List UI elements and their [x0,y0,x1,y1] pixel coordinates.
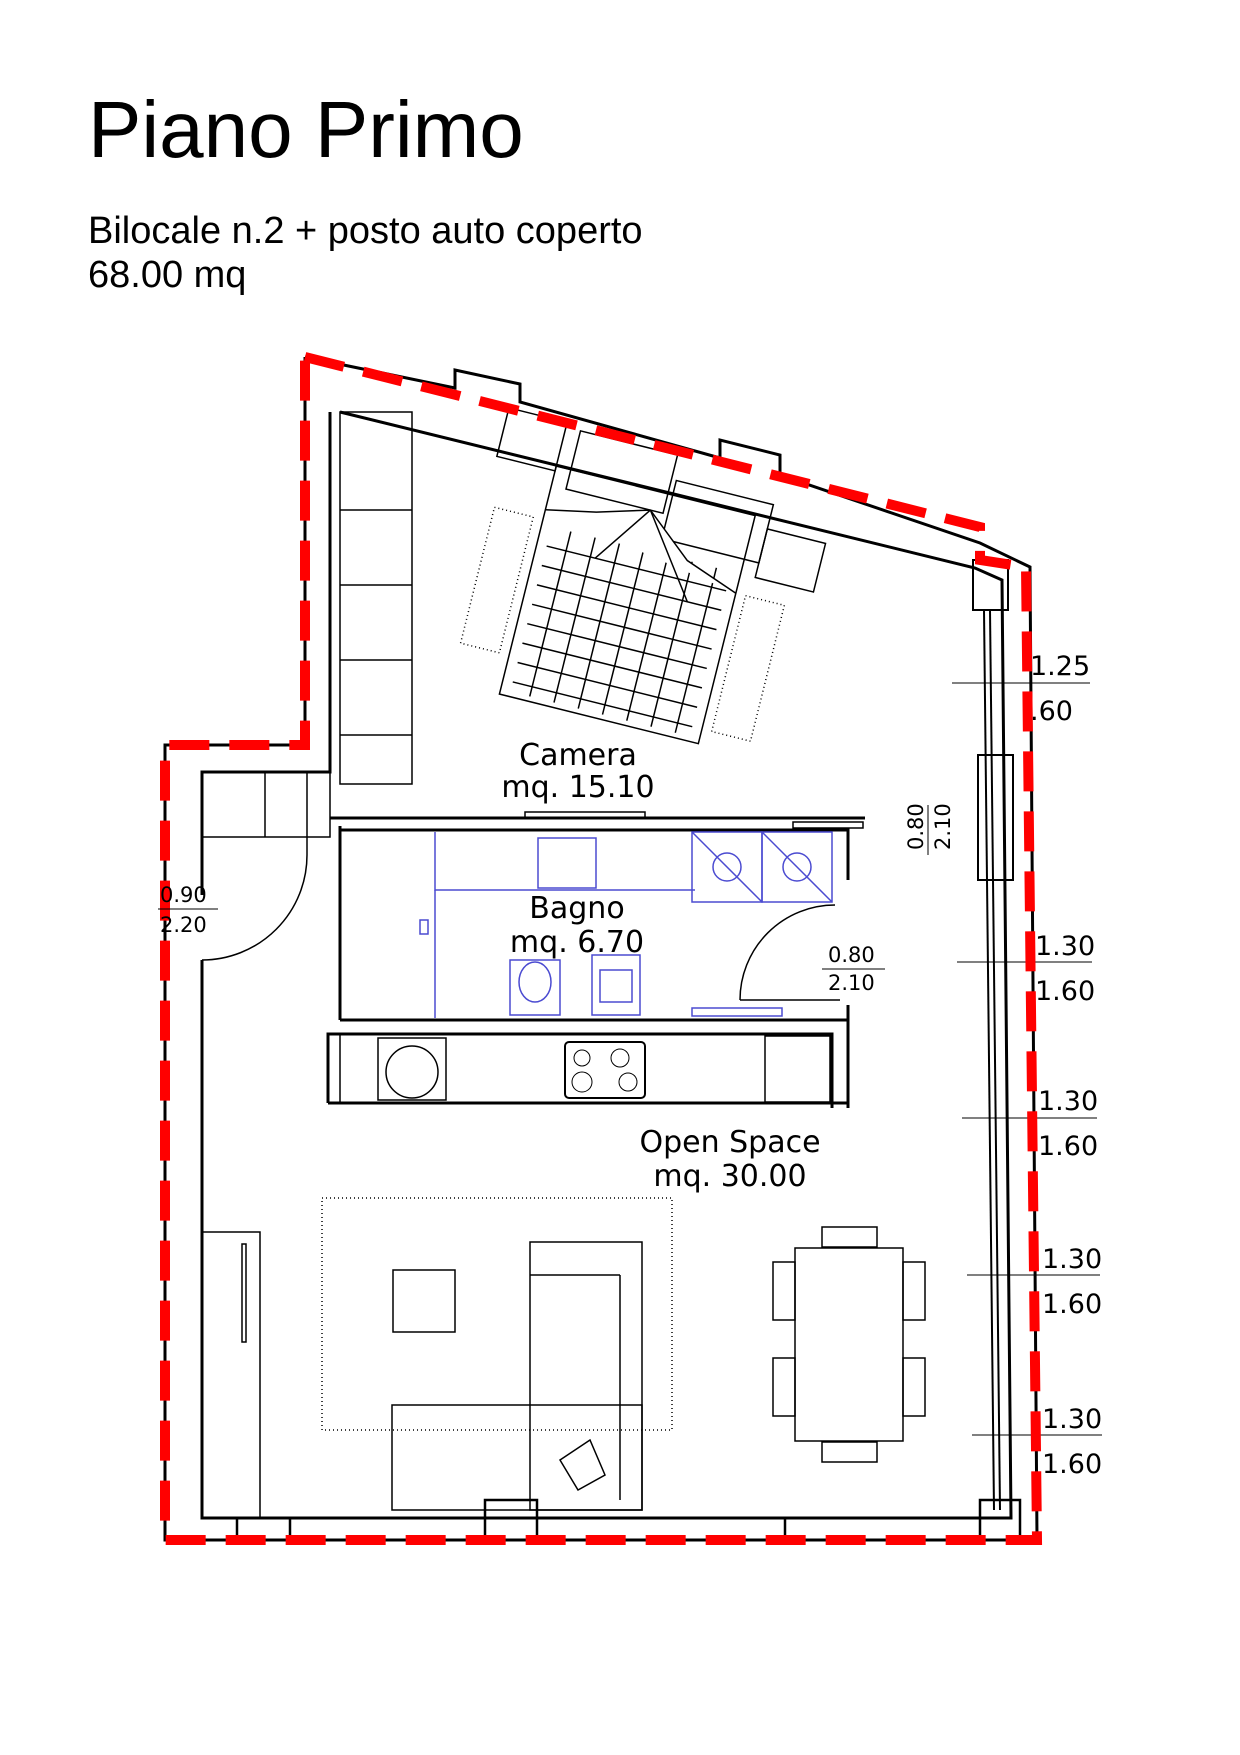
sink-basin [385,1045,439,1099]
kitchen-wall [326,1032,834,1108]
mattress [498,465,757,745]
window-width: 1.25 [1030,651,1090,682]
dining-table [794,1247,904,1442]
room-name-bagno: Bagno [529,891,624,926]
room-name-camera: Camera [519,738,637,773]
page-title: Piano Primo [88,85,524,174]
chair [821,1226,878,1248]
window-width: 1.30 [1035,931,1095,962]
window-height: 1.60 [1038,1131,1098,1162]
bed [459,406,827,745]
chair [772,1357,796,1417]
window-width: 1.30 [1038,1086,1098,1117]
inner-wall-line [200,412,332,895]
entrance-door [201,771,331,961]
room-area-bagno: mq. 6.70 [510,925,644,960]
drain [782,852,812,882]
chair [902,1261,926,1321]
chair [821,1441,878,1463]
living-furniture [201,1197,926,1519]
towel-rail [419,919,429,935]
bottom-pillars [235,1498,1022,1542]
closet [201,771,331,838]
toilet-seat [518,961,552,1003]
bathroom-door-swing [739,904,836,1001]
toilet [509,959,561,1016]
wardrobe [339,411,413,785]
kitchen [326,1005,850,1108]
bedspread-pattern [512,531,727,733]
door-width: 0.80 [828,943,875,967]
bidet [591,954,641,1016]
door-height: 2.20 [160,913,207,937]
fridge [764,1035,831,1103]
window-width: 1.30 [1042,1244,1102,1275]
unit-name: Bilocale n.2 + posto auto coperto [88,210,643,252]
pillar [977,754,1014,881]
wardrobe-entry [201,1231,261,1519]
window-pane [989,609,1001,1511]
wardrobe-body [339,411,413,785]
sliding-door [524,811,646,819]
room-area-open-space: mq. 30.00 [653,1159,806,1194]
door-dimensions: 0.90 2.20 0.80 2.10 0.80 2.10 [158,803,955,995]
unit-description: Bilocale n.2 + posto auto coperto 68.00 … [88,210,643,297]
window-height: .60 [1030,696,1073,727]
door-width: 0.90 [160,883,207,907]
inner-wall-line [200,410,1013,1520]
sofa-chaise [391,1404,643,1511]
counter [434,832,695,891]
cushion [558,1438,606,1492]
window-height: 1.60 [1042,1289,1102,1320]
bidet-bowl [599,969,633,1003]
kitchen-sink [377,1037,447,1101]
sofa [529,1241,643,1511]
window-pane [983,609,995,1511]
right-windows [952,559,1102,1511]
bathroom-fixtures [419,831,833,1018]
room-name-open-space: Open Space [639,1125,820,1160]
cooktop [564,1041,646,1099]
chair [772,1261,796,1321]
nightstand [754,528,827,593]
door-height: 2.10 [828,971,875,995]
window-width: 1.30 [1042,1404,1102,1435]
drain [712,852,742,882]
unit-boundary [160,352,1043,1545]
room-labels: Camera mq. 15.10 Bagno mq. 6.70 Open Spa… [501,738,820,1194]
shower-tray [761,831,833,903]
coffee-table [392,1269,456,1333]
unit-area: 68.00 mq [88,253,247,296]
sliding-door [792,821,864,829]
pillow [660,479,775,564]
radiator [691,1007,783,1017]
window-height: 1.60 [1042,1449,1102,1480]
rug [710,594,786,743]
sink [537,837,597,889]
pillar [483,1498,539,1542]
bathroom-walls [340,828,850,880]
window-dimensions: 1.25 .60 1.30 1.60 1.30 1.60 1.30 1.60 1… [1030,651,1102,1480]
door-height: 2.10 [931,803,955,850]
rug [459,506,535,654]
living-rug [321,1197,673,1431]
door-swing [201,854,308,961]
door-width: 0.80 [904,803,928,850]
room-area-camera: mq. 15.10 [501,770,654,805]
window-height: 1.60 [1035,976,1095,1007]
chair [902,1357,926,1417]
pillar [978,1498,1022,1542]
